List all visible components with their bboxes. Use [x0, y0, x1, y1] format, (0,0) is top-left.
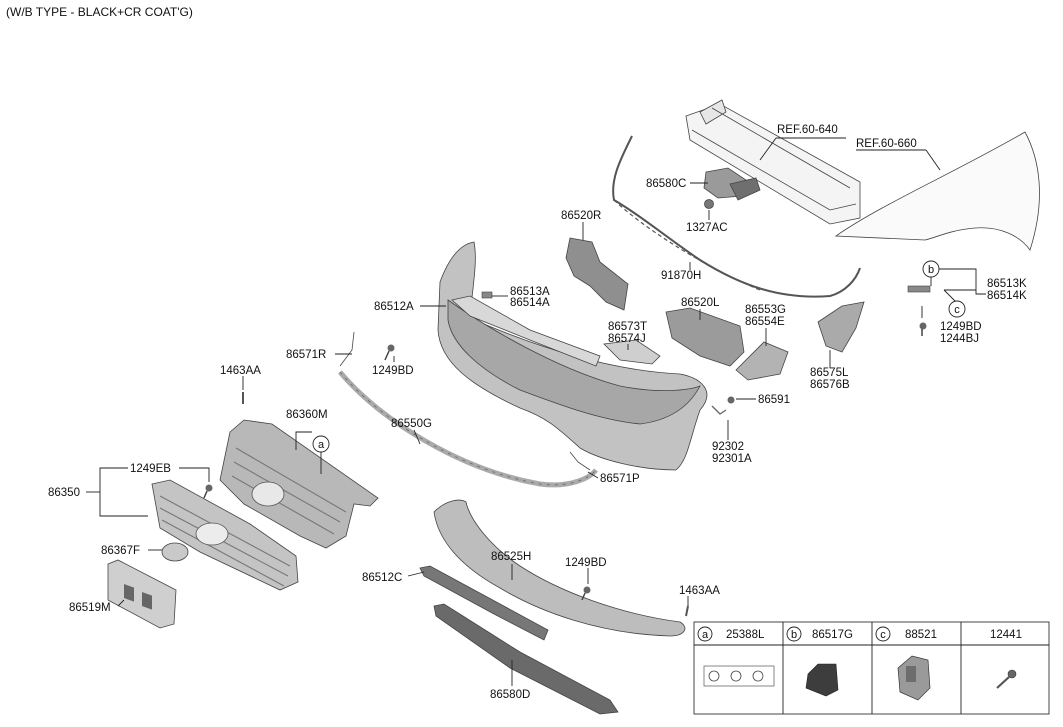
- legend-cell-b[interactable]: b 86517G: [786, 626, 853, 697]
- label-86520L[interactable]: 86520L: [681, 297, 720, 309]
- callout-a-letter: a: [318, 439, 325, 451]
- lower-grille-86350-part: [151, 479, 299, 591]
- legend-c-part: 88521: [905, 629, 937, 641]
- bolt-86591-part: [727, 396, 735, 404]
- nut-1327AC-part: [704, 199, 714, 209]
- cover-86553G-part: [735, 341, 789, 381]
- part-labels: REF.60-640 REF.60-660 86580C 1327AC 8652…: [48, 124, 1027, 701]
- label-86512C[interactable]: 86512C: [362, 572, 402, 584]
- strip-86580D-part: [433, 603, 619, 715]
- callout-a[interactable]: a: [312, 435, 330, 453]
- plate-86519M-part: [107, 559, 177, 629]
- label-1327AC[interactable]: 1327AC: [686, 222, 728, 234]
- label-92301A[interactable]: 92301A: [712, 453, 752, 465]
- lower-cover-86525H-part: [433, 499, 686, 637]
- label-86575L[interactable]: 86575L: [810, 367, 849, 379]
- label-86519M[interactable]: 86519M: [69, 602, 111, 614]
- legend-cell-a[interactable]: a 25388L: [697, 626, 775, 687]
- label-86573T[interactable]: 86573T: [608, 321, 647, 333]
- callout-c-letter: c: [954, 304, 960, 316]
- label-1244BJ[interactable]: 1244BJ: [940, 333, 979, 345]
- clip-92302-part: [711, 405, 727, 415]
- diagram-title: (W/B TYPE - BLACK+CR COAT'G): [6, 5, 193, 19]
- label-86571P[interactable]: 86571P: [600, 473, 640, 485]
- label-86591[interactable]: 86591: [758, 394, 790, 406]
- callout-b-letter: b: [928, 264, 934, 276]
- label-91870H[interactable]: 91870H: [661, 270, 701, 282]
- strip-86512C-part: [419, 565, 549, 641]
- label-sticker-icon: [703, 665, 775, 687]
- label-1249EB[interactable]: 1249EB: [130, 463, 171, 475]
- screw-12441-icon: [996, 669, 1017, 689]
- label-86513A[interactable]: 86513A: [510, 286, 550, 298]
- label-1463AA-bottom[interactable]: 1463AA: [679, 585, 720, 597]
- clip-88521-icon: [897, 655, 931, 701]
- upper-grille-86360M-part: [219, 419, 379, 549]
- label-ref-60-660[interactable]: REF.60-660: [856, 138, 917, 150]
- fender-part: [834, 131, 1040, 251]
- bracket-86520L-part: [665, 307, 745, 367]
- label-86580D[interactable]: 86580D: [490, 689, 530, 701]
- label-86525H[interactable]: 86525H: [491, 551, 531, 563]
- label-1249BD-top[interactable]: 1249BD: [372, 365, 414, 377]
- wiring-harness-part: [612, 135, 861, 298]
- label-86513K[interactable]: 86513K: [987, 278, 1027, 290]
- label-86514A[interactable]: 86514A: [510, 297, 550, 309]
- legend-b-part: 86517G: [812, 629, 853, 641]
- legend-cell-screw[interactable]: 12441: [990, 629, 1022, 689]
- callout-b[interactable]: b: [922, 260, 940, 278]
- parts-drawings: [107, 99, 1040, 715]
- legend-b-letter: b: [791, 629, 797, 641]
- bracket-86575L-part: [817, 301, 865, 353]
- legend-a-part: 25388L: [726, 629, 765, 641]
- bracket-86571R-part: [339, 331, 355, 367]
- label-86574J[interactable]: 86574J: [608, 333, 646, 345]
- legend-c-letter: c: [880, 629, 886, 641]
- label-86576B[interactable]: 86576B: [810, 379, 850, 391]
- label-1463AA-top[interactable]: 1463AA: [220, 365, 261, 377]
- label-86512A[interactable]: 86512A: [374, 301, 414, 313]
- bolt-1249BD-right-part: [919, 322, 927, 336]
- label-1249BD-bottom[interactable]: 1249BD: [565, 557, 607, 569]
- bolt-1249EB-part: [203, 484, 213, 499]
- leader-lines: [86, 137, 986, 686]
- label-86350[interactable]: 86350: [48, 487, 80, 499]
- callout-c[interactable]: c: [948, 300, 966, 318]
- clip-1463AA-bottom-part: [685, 605, 689, 617]
- clip-86513A-part: [481, 291, 493, 299]
- legend-cell-c[interactable]: c 88521: [875, 626, 937, 701]
- bracket-86520R-part: [565, 237, 629, 311]
- bracket-86580C-part: [703, 167, 761, 201]
- label-86520R[interactable]: 86520R: [561, 210, 601, 222]
- label-86367F[interactable]: 86367F: [101, 545, 140, 557]
- label-92302[interactable]: 92302: [712, 441, 744, 453]
- label-86571R[interactable]: 86571R: [286, 349, 326, 361]
- bolt-1249BD-bottom-part: [581, 586, 591, 601]
- bumper-cover-86512A-part: [437, 241, 708, 471]
- label-86580C[interactable]: 86580C: [646, 178, 686, 190]
- bolt-1249BD-top-part: [384, 344, 395, 361]
- legend-a-letter: a: [702, 629, 709, 641]
- label-86554E[interactable]: 86554E: [745, 316, 785, 328]
- legend-table: a 25388L b 86517G c 88521: [693, 621, 1050, 715]
- back-beam-part: [685, 99, 861, 225]
- bracket-86571P-part: [569, 451, 591, 471]
- clip-86513K-part: [907, 285, 931, 293]
- emblem-86367F-part: [161, 542, 189, 562]
- legend-screw-part: 12441: [990, 629, 1022, 641]
- moulding-86573T-part: [603, 339, 661, 365]
- label-ref-60-640[interactable]: REF.60-640: [777, 124, 838, 136]
- label-86514K[interactable]: 86514K: [987, 290, 1027, 302]
- clip-86517G-icon: [805, 663, 839, 697]
- label-86550G[interactable]: 86550G: [391, 418, 432, 430]
- label-86360M[interactable]: 86360M: [286, 409, 328, 421]
- label-86553G[interactable]: 86553G: [745, 304, 786, 316]
- label-1249BD-right[interactable]: 1249BD: [940, 321, 982, 333]
